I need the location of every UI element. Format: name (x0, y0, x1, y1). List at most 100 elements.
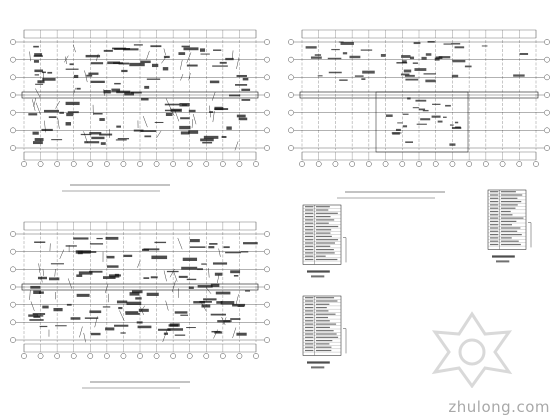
rebar-annotation (34, 69, 44, 73)
rebar-annotation (425, 79, 436, 83)
rebar-annotation (349, 55, 361, 59)
rebar-annotation (403, 69, 412, 73)
schedule-table-cell (490, 194, 499, 196)
rebar-annotation (445, 104, 451, 107)
leader-line (180, 59, 183, 70)
axis-bubble (87, 353, 94, 359)
rebar-annotation (385, 114, 393, 117)
axis-bubble (264, 39, 270, 45)
leader-line (218, 248, 221, 257)
schedule-table-cell (305, 310, 314, 312)
rebar-annotation (41, 128, 53, 132)
rebar-annotation (65, 245, 77, 247)
rebar-annotation (338, 41, 344, 43)
schedule-table-cell (315, 297, 335, 299)
rebar-annotation (200, 53, 210, 55)
rebar-annotation (438, 56, 451, 59)
schedule-table-cell (500, 207, 516, 209)
rebar-annotation (80, 251, 97, 253)
axis-bubble (315, 161, 322, 167)
leader-line (186, 52, 192, 64)
axis-bubble (10, 39, 16, 45)
axis-bubble (264, 284, 270, 290)
rebar-annotation (342, 52, 348, 55)
rebar-annotation (140, 130, 157, 133)
schedule-table-cell (315, 216, 331, 218)
axis-bubble (170, 161, 176, 167)
rebar-annotation (32, 131, 39, 135)
schedule-table-cell (315, 310, 329, 312)
rebar-annotation (174, 311, 188, 314)
axis-bubble (264, 319, 270, 326)
rebar-annotation (84, 141, 100, 144)
schedule-table-cell (305, 333, 314, 335)
rebar-annotation (328, 71, 342, 74)
rebar-annotation (362, 70, 375, 74)
schedule-table-cell (500, 217, 524, 219)
rebar-annotation (93, 112, 103, 115)
rebar-annotation (144, 135, 152, 138)
rebar-annotation (354, 75, 364, 77)
rebar-annotation (29, 319, 44, 321)
rebar-annotation (225, 251, 241, 254)
rebar-annotation (65, 122, 71, 126)
rebar-annotation (99, 133, 113, 136)
schedule-table-cell (490, 230, 499, 232)
schedule-table-cell (315, 320, 330, 322)
rebar-annotation (114, 82, 121, 85)
rebar-annotation (360, 49, 373, 51)
rebar-annotation (413, 42, 421, 45)
rebar-annotation (200, 48, 206, 52)
schedule-table-cell (490, 224, 499, 226)
leader-line (234, 141, 239, 151)
stair-core-outline (375, 91, 469, 153)
rebar-annotation (34, 241, 46, 243)
rebar-annotation (112, 47, 127, 50)
leader-line (165, 300, 169, 311)
rebar-annotation (76, 293, 90, 297)
rebar-annotation (131, 91, 142, 94)
rebar-annotation (180, 117, 190, 120)
rebar-annotation (397, 122, 403, 124)
rebar-annotation (102, 276, 116, 279)
axis-bubble (10, 266, 16, 273)
rebar-annotation (213, 49, 222, 51)
rebar-annotation (361, 78, 366, 80)
schedule-table-cell (315, 349, 332, 352)
rebar-annotation (118, 62, 130, 65)
rebar-annotation (236, 74, 247, 77)
rebar-annotation (154, 121, 164, 124)
leader-line (173, 271, 178, 282)
rebar-annotation (519, 52, 529, 55)
rebar-annotation (120, 332, 126, 334)
rebar-annotation (78, 271, 93, 275)
schedule-table-title (307, 361, 330, 364)
rebar-annotation (34, 53, 43, 57)
axis-bubble (186, 353, 193, 359)
rebar-annotation (117, 138, 130, 140)
rebar-annotation (423, 73, 436, 75)
schedule-table-cell (315, 300, 338, 302)
rebar-annotation (90, 332, 101, 336)
schedule-brace (343, 328, 347, 354)
axis-bubble (544, 74, 550, 81)
rebar-annotation (99, 118, 105, 121)
rebar-annotation (123, 48, 139, 51)
rebar-annotation (41, 71, 46, 74)
structural-plan-bottom-left (10, 221, 270, 359)
rebar-annotation (151, 63, 159, 68)
schedule-table-cell (305, 343, 314, 345)
leader-line (212, 111, 215, 123)
rebar-annotation (193, 301, 205, 304)
schedule-table-cell (500, 210, 511, 213)
rebar-annotation (230, 270, 241, 274)
rebar-annotation (100, 142, 106, 145)
axis-bubble (466, 161, 472, 167)
leader-line (32, 99, 36, 111)
leader-line (201, 302, 207, 312)
schedule-table-cell (305, 349, 314, 352)
rebar-annotation (88, 72, 99, 75)
rebar-annotation (86, 74, 93, 77)
rebar-annotation (199, 300, 212, 303)
rebar-annotation (89, 270, 103, 273)
